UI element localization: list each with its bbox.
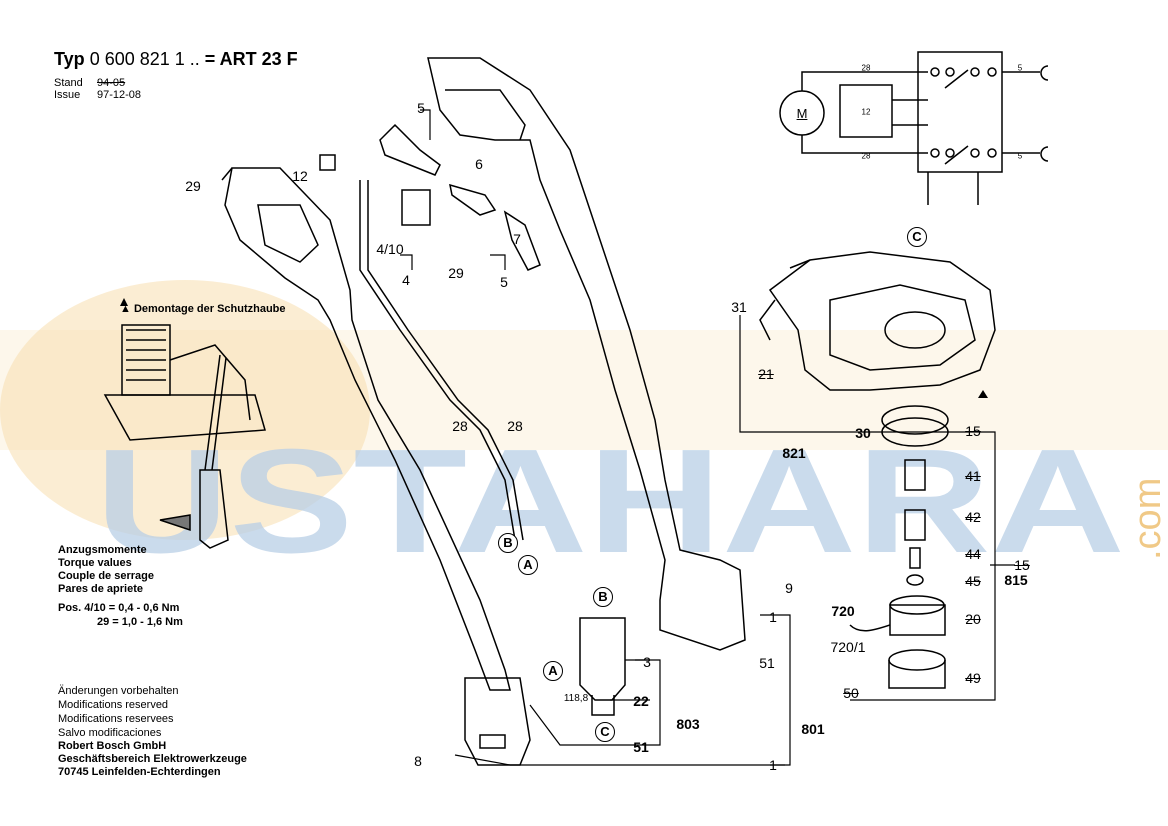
marker-c-guard: C xyxy=(907,227,927,247)
part-label-5-plug: 5 xyxy=(417,100,425,116)
marker-c-motor: C xyxy=(595,722,615,742)
part-label-51: 51 xyxy=(759,655,775,671)
stand-value: 94-05 xyxy=(97,77,126,89)
part-label-41: 41 xyxy=(965,468,981,484)
watermark: USTAHARA .com xyxy=(0,280,1168,584)
circuit-top-label: 28 xyxy=(861,63,871,73)
footer-line-3: Modifications reservees xyxy=(58,713,174,725)
part-label-15-b: 15 xyxy=(1014,557,1030,573)
part-label-118-8: 118,8 xyxy=(563,693,589,704)
part-label-51-b: 51 xyxy=(633,739,649,755)
torque-heading-fr: Couple de serrage xyxy=(58,570,154,582)
part-label-720: 720 xyxy=(831,603,855,619)
plug-and-cable-parts xyxy=(319,123,541,271)
company-address: 70745 Leinfelden-Echterdingen xyxy=(58,766,221,778)
torque-heading-de: Anzugsmomente xyxy=(58,544,147,556)
part-number: 0 600 821 1 .. xyxy=(89,49,200,69)
torque-heading-es: Pares de apriete xyxy=(58,583,143,595)
part-label-28b: 28 xyxy=(507,418,523,434)
part-label-20: 20 xyxy=(965,611,981,627)
circuit-right-top-label: 5 xyxy=(1017,63,1023,73)
leader-lines xyxy=(400,109,1015,766)
part-label-1: 1 xyxy=(769,609,777,625)
part-label-801: 801 xyxy=(801,721,825,737)
part-label-45: 45 xyxy=(965,573,981,589)
torque-pos-1: Pos. 4/10 = 0,4 - 0,6 Nm xyxy=(58,602,180,614)
circuit-bottom-label: 28 xyxy=(861,151,871,161)
part-label-1-b: 1 xyxy=(769,757,777,773)
watermark-circle xyxy=(0,280,370,540)
part-label-5-cable: 5 xyxy=(500,274,508,290)
part-label-31: 31 xyxy=(731,299,747,315)
part-label-6: 6 xyxy=(475,156,483,172)
page-title: Typ 0 600 821 1 .. = ART 23 F xyxy=(54,49,298,70)
part-label-815: 815 xyxy=(1004,572,1028,588)
part-label-42: 42 xyxy=(965,509,981,525)
circuit-motor-label: M xyxy=(796,106,808,121)
part-label-8: 8 xyxy=(414,753,422,769)
watermark-text: USTAHARA xyxy=(95,419,1125,584)
circuit-box-label: 12 xyxy=(861,107,871,117)
torque-pos-2: 29 = 1,0 - 1,6 Nm xyxy=(97,616,183,628)
torque-heading-en: Torque values xyxy=(58,557,132,569)
marker-a-cable: A xyxy=(518,555,538,575)
part-label-49: 49 xyxy=(965,670,981,686)
part-label-803: 803 xyxy=(676,716,700,732)
part-label-4-10: 4/10 xyxy=(376,241,404,257)
footer-line-4: Salvo modificaciones xyxy=(58,727,162,739)
part-label-12: 12 xyxy=(292,168,308,184)
part-label-44: 44 xyxy=(965,546,981,562)
marker-b-motor: B xyxy=(593,587,613,607)
marker-b-cable: B xyxy=(498,533,518,553)
part-label-821: 821 xyxy=(782,445,806,461)
part-label-720-1: 720/1 xyxy=(830,639,866,655)
title-prefix: Typ xyxy=(54,49,85,69)
circuit-right-bottom-label: 5 xyxy=(1017,151,1023,161)
part-label-7: 7 xyxy=(513,231,521,247)
demontage-inset xyxy=(103,324,266,549)
issue-value: 97-12-08 xyxy=(97,89,142,101)
footer-line-2: Modifications reserved xyxy=(58,699,169,711)
part-label-29-switch: 29 xyxy=(448,265,464,281)
part-label-9: 9 xyxy=(785,580,793,596)
part-label-28: 28 xyxy=(452,418,468,434)
part-label-15: 15 xyxy=(965,423,981,439)
model-name: = ART 23 F xyxy=(204,49,298,69)
watermark-suffix: .com xyxy=(1127,478,1168,560)
part-label-4: 4 xyxy=(402,272,410,288)
footer-line-1: Änderungen vorbehalten xyxy=(58,685,179,697)
spool-guard xyxy=(759,251,996,689)
company-name: Robert Bosch GmbH xyxy=(58,740,167,752)
cable xyxy=(359,180,524,541)
marker-a-motor: A xyxy=(543,661,563,681)
issue-label: Issue xyxy=(54,89,81,101)
part-label-21: 21 xyxy=(758,366,774,382)
triangle-markers xyxy=(120,298,988,398)
company-division: Geschäftsbereich Elektrowerkzeuge xyxy=(58,753,247,765)
part-label-50: 50 xyxy=(843,685,859,701)
part-label-22: 22 xyxy=(633,693,649,709)
housing-half xyxy=(427,57,746,651)
stand-label: Stand xyxy=(54,77,83,89)
circuit-diagram xyxy=(779,51,1049,205)
part-label-29-screw: 29 xyxy=(185,178,201,194)
demontage-note: ▲ Demontage der Schutzhaube xyxy=(120,303,286,315)
part-label-30: 30 xyxy=(855,425,871,441)
part-label-3: 3 xyxy=(643,654,651,670)
